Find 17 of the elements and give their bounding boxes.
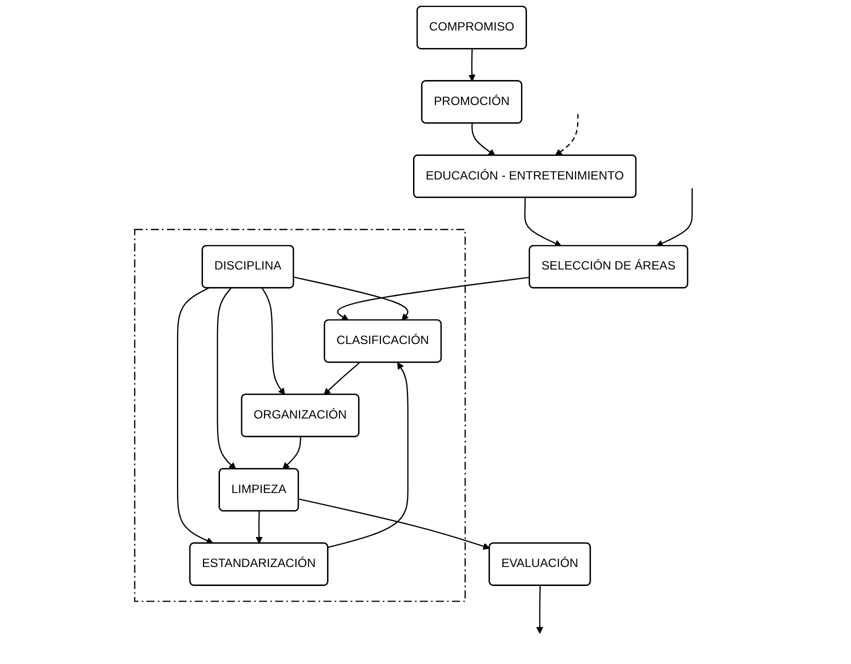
- arrow: [256, 511, 263, 544]
- cluster: [134, 228, 466, 602]
- arrow: [294, 276, 409, 321]
- arrow: [337, 276, 530, 321]
- arrow: [298, 498, 490, 550]
- arrow: [536, 586, 544, 634]
- arrow: [468, 49, 476, 82]
- arrow: [656, 188, 693, 247]
- arrow: [176, 288, 214, 544]
- arrow: [262, 288, 286, 396]
- arrow: [282, 436, 302, 470]
- arrow: [216, 288, 236, 470]
- arrow: [471, 123, 496, 156]
- arrow: [524, 198, 562, 247]
- arrow: [555, 114, 578, 156]
- arrow: [328, 362, 408, 548]
- arrow: [324, 362, 360, 396]
